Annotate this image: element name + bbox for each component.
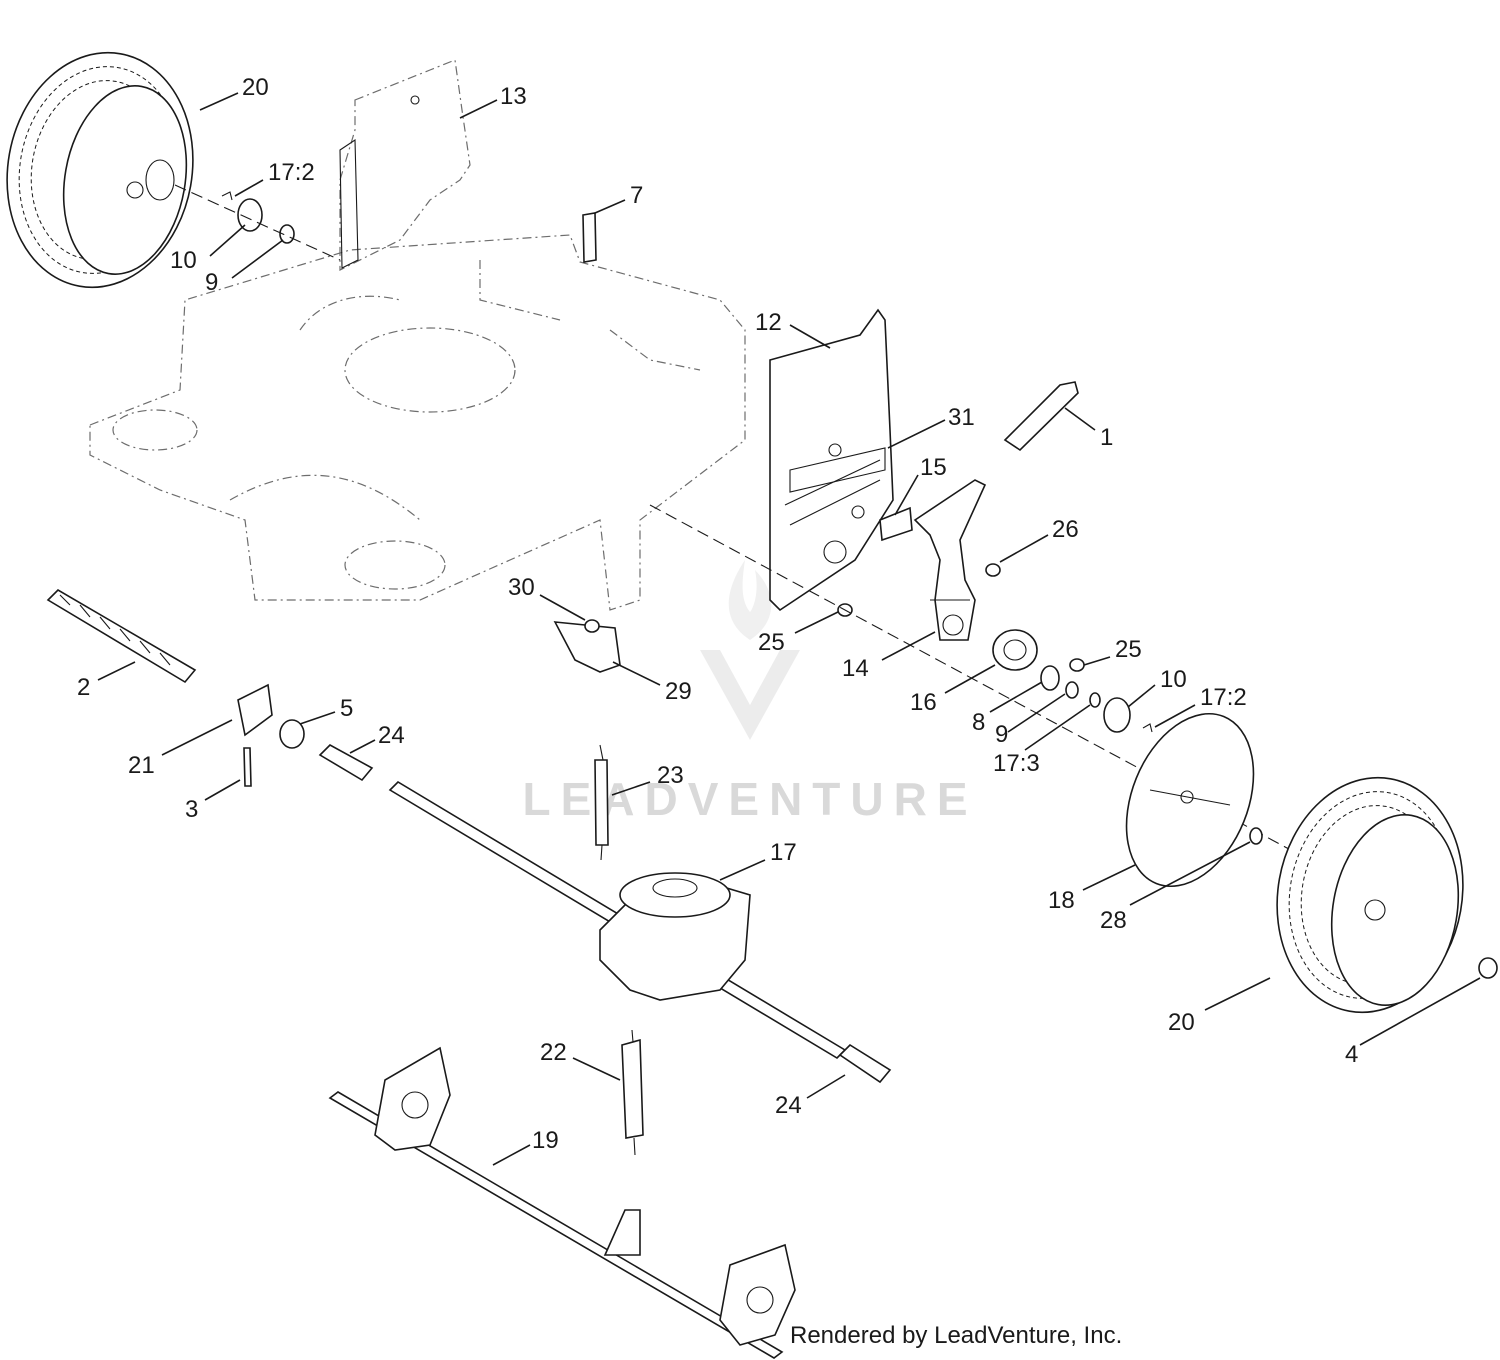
part-26-bolt xyxy=(985,563,1001,577)
callout-9: 9 xyxy=(205,269,218,296)
part-22-extension-spring xyxy=(621,1029,644,1156)
part-17-3-clip xyxy=(1089,692,1101,708)
callout-24: 24 xyxy=(378,722,405,749)
part-10-left-pinion-gear xyxy=(237,198,263,232)
part-1-height-lever xyxy=(913,381,1079,641)
callout-25: 25 xyxy=(758,629,785,656)
callout-3: 3 xyxy=(185,796,198,823)
mower-deck-ghost xyxy=(89,234,746,611)
callout-23: 23 xyxy=(657,762,684,789)
part-24-spring-sleeve-right xyxy=(838,1043,892,1084)
callout-4: 4 xyxy=(1345,1041,1358,1068)
part-28-washer xyxy=(1249,827,1263,845)
render-credit: Rendered by LeadVenture, Inc. xyxy=(790,1322,1123,1349)
part-17-transmission xyxy=(599,872,751,1001)
part-2-drive-spring-left xyxy=(46,588,197,684)
callout-20: 20 xyxy=(1168,1009,1195,1036)
callout-17: 17 xyxy=(770,839,797,866)
callout-14: 14 xyxy=(842,655,869,682)
leader-lines xyxy=(97,92,1481,1166)
part-4-wheel-nut xyxy=(1478,957,1498,979)
part-15-lever-bracket xyxy=(879,506,913,542)
part-25-bolt-lower xyxy=(1069,658,1085,672)
part-9-left-washer xyxy=(279,224,295,244)
watermark-text: LEADVENTURE xyxy=(522,773,977,825)
part-20-left-wheel xyxy=(6,51,194,289)
callout-7: 7 xyxy=(630,182,643,209)
part-7-bracket xyxy=(582,212,597,263)
part-21-axle-bracket xyxy=(237,683,273,737)
part-9-right-washer xyxy=(1065,681,1079,699)
part-10-right-pinion-gear xyxy=(1103,697,1131,733)
callout-8: 8 xyxy=(972,709,985,736)
part-18-wheel-cover xyxy=(1125,712,1255,888)
part-24-spring-sleeve-left xyxy=(318,744,374,782)
callout-12: 12 xyxy=(755,309,782,336)
callout-26: 26 xyxy=(1052,516,1079,543)
callout-10: 10 xyxy=(170,247,197,274)
left-wheel-axis xyxy=(174,184,341,261)
callout-17-2: 17:2 xyxy=(1200,684,1247,711)
part-31-height-decal xyxy=(789,447,886,493)
callout-18: 18 xyxy=(1048,887,1075,914)
callout-2: 2 xyxy=(77,674,90,701)
part-13-rear-shield xyxy=(339,59,471,271)
part-16-pivot-bushing xyxy=(992,629,1038,671)
callout-20: 20 xyxy=(242,74,269,101)
callout-19: 19 xyxy=(532,1127,559,1154)
part-5-bearing xyxy=(279,719,305,749)
part-19-height-axle xyxy=(328,1046,796,1359)
leadventure-watermark-logo xyxy=(700,560,800,740)
callout-17-3: 17:3 xyxy=(993,750,1040,777)
callout-29: 29 xyxy=(665,678,692,705)
callout-17-2: 17:2 xyxy=(268,159,315,186)
part-30-bolt xyxy=(584,619,600,633)
callout-30: 30 xyxy=(508,574,535,601)
callout-labels: 20 13 17:2 7 10 9 12 31 1 15 26 30 25 14… xyxy=(77,74,1358,1154)
part-17-2-left-clip xyxy=(221,191,233,201)
part-3-screw xyxy=(243,747,252,787)
callout-16: 16 xyxy=(910,689,937,716)
callout-22: 22 xyxy=(540,1039,567,1066)
callout-10: 10 xyxy=(1160,666,1187,693)
callout-15: 15 xyxy=(920,454,947,481)
callout-5: 5 xyxy=(340,695,353,722)
callout-25: 25 xyxy=(1115,636,1142,663)
part-20-right-wheel xyxy=(1276,776,1464,1014)
callout-21: 21 xyxy=(128,752,155,779)
part-29-cover xyxy=(553,621,621,673)
callout-24: 24 xyxy=(775,1092,802,1119)
callout-28: 28 xyxy=(1100,907,1127,934)
callout-13: 13 xyxy=(500,83,527,110)
callout-1: 1 xyxy=(1100,424,1113,451)
part-8-spacer xyxy=(1040,665,1060,691)
callout-31: 31 xyxy=(948,404,975,431)
part-23-extension-spring xyxy=(594,744,609,861)
callout-9: 9 xyxy=(995,721,1008,748)
part-17-2-right-clip xyxy=(1142,723,1153,733)
